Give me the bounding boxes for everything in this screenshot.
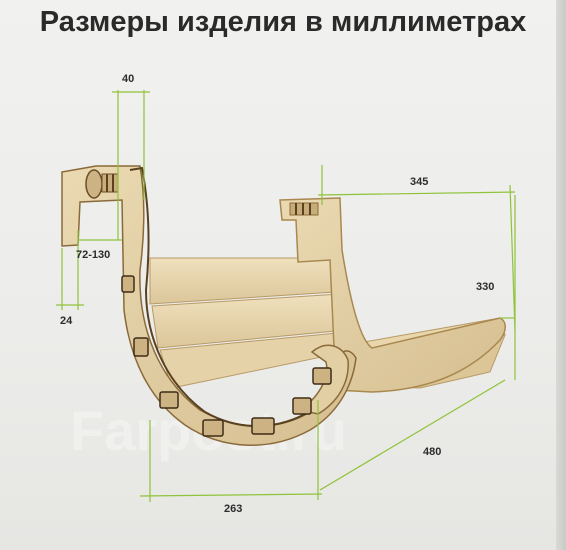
right-side-panel	[279, 197, 506, 393]
image-border	[556, 0, 566, 550]
page-title: Размеры изделия в миллиметрах	[39, 6, 527, 38]
dim-hook-gap: 72-130	[76, 249, 110, 261]
slot-tabs	[121, 275, 332, 437]
dim-top-width: 40	[122, 73, 134, 85]
dim-back-width: 345	[410, 176, 428, 188]
dim-length: 480	[423, 446, 441, 458]
dimension-lines	[56, 90, 516, 502]
dim-depth: 263	[224, 503, 242, 515]
dim-hook-thickness: 24	[60, 315, 73, 327]
dim-height: 330	[476, 281, 494, 293]
